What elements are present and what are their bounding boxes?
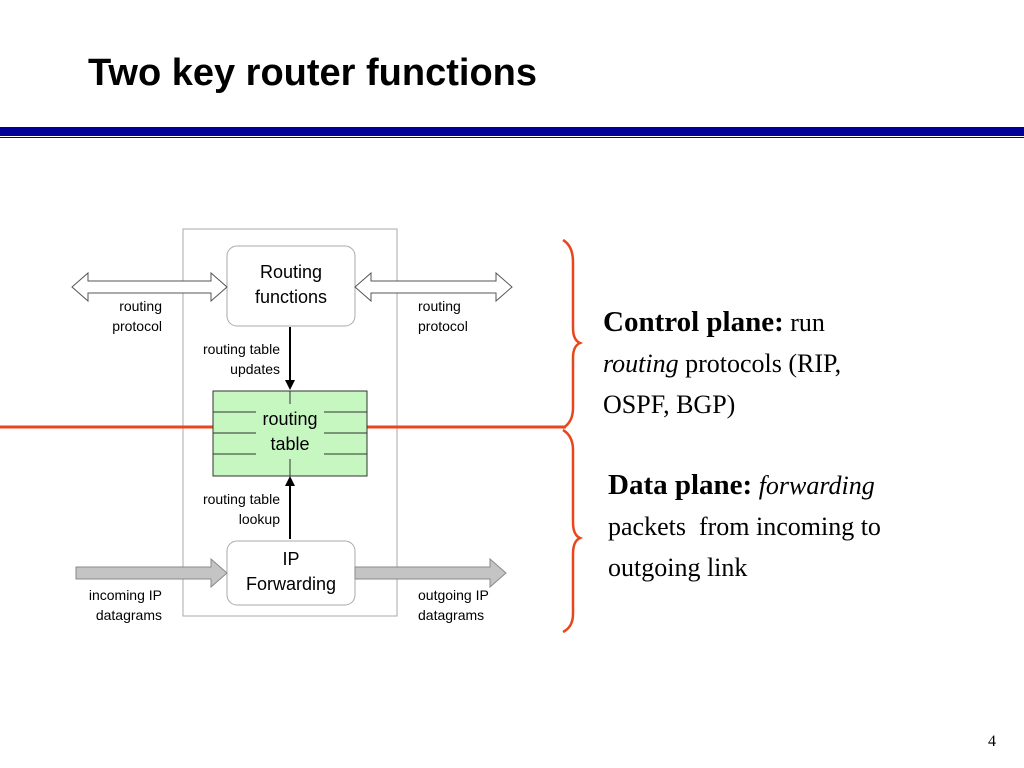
incoming-arrow — [75, 557, 228, 589]
title-rule-thin — [0, 137, 1024, 138]
left-protocol-line2: protocol — [112, 318, 162, 334]
routing-functions-label: Routing functions — [227, 260, 355, 310]
routing-table-line1: routing — [262, 409, 318, 429]
updates-line1: routing table — [202, 341, 280, 357]
ip-forwarding-line2: Forwarding — [245, 574, 337, 594]
data-plane-text3: outgoing link — [608, 553, 748, 582]
left-protocol-label: routing protocol — [60, 296, 162, 336]
right-protocol-label: routing protocol — [418, 296, 528, 336]
outgoing-line2: datagrams — [418, 607, 485, 623]
ip-forwarding-line1: IP — [282, 549, 300, 569]
control-plane-text: Control plane: run routing protocols (RI… — [603, 302, 1013, 425]
updates-line2: updates — [230, 361, 280, 377]
control-plane-text1: run — [790, 308, 825, 337]
lookup-line2: lookup — [238, 511, 280, 527]
control-plane-text3: OSPF, BGP) — [603, 390, 736, 419]
data-plane-heading: Data plane: — [608, 469, 753, 501]
routing-table-label: routing table — [250, 407, 330, 457]
title-rule — [0, 127, 1024, 136]
outgoing-label: outgoing IP datagrams — [418, 585, 528, 625]
left-protocol-line1: routing — [119, 298, 162, 314]
page-number: 4 — [988, 733, 996, 750]
routing-table-line2: table — [270, 434, 310, 454]
control-plane-text2: protocols (RIP, — [678, 349, 842, 378]
routing-functions-line1: Routing — [259, 262, 323, 282]
right-protocol-arrow — [354, 271, 513, 303]
routing-functions-box — [226, 245, 356, 327]
ip-forwarding-label: IP Forwarding — [227, 547, 355, 597]
right-protocol-line1: routing — [418, 298, 461, 314]
outgoing-line1: outgoing IP — [418, 587, 489, 603]
routing-functions-line2: functions — [254, 287, 328, 307]
incoming-line1: incoming IP — [88, 587, 162, 603]
data-plane-italic: forwarding — [758, 471, 875, 500]
left-protocol-arrow — [71, 271, 228, 303]
incoming-label: incoming IP datagrams — [50, 585, 162, 625]
incoming-line2: datagrams — [95, 607, 162, 623]
slide-title: Two key router functions — [88, 52, 538, 94]
lookup-label: routing table lookup — [170, 489, 280, 529]
control-plane-brace — [562, 238, 584, 430]
control-plane-heading: Control plane: — [603, 306, 784, 338]
control-plane-italic: routing — [603, 349, 679, 378]
data-plane-brace — [562, 428, 584, 634]
data-plane-text2: packets from incoming to — [608, 512, 881, 541]
right-protocol-line2: protocol — [418, 318, 468, 334]
updates-label: routing table updates — [170, 339, 280, 379]
lookup-line1: routing table — [202, 491, 280, 507]
data-plane-text: Data plane: forwarding packets from inco… — [608, 465, 1018, 588]
outgoing-arrow — [354, 557, 507, 589]
